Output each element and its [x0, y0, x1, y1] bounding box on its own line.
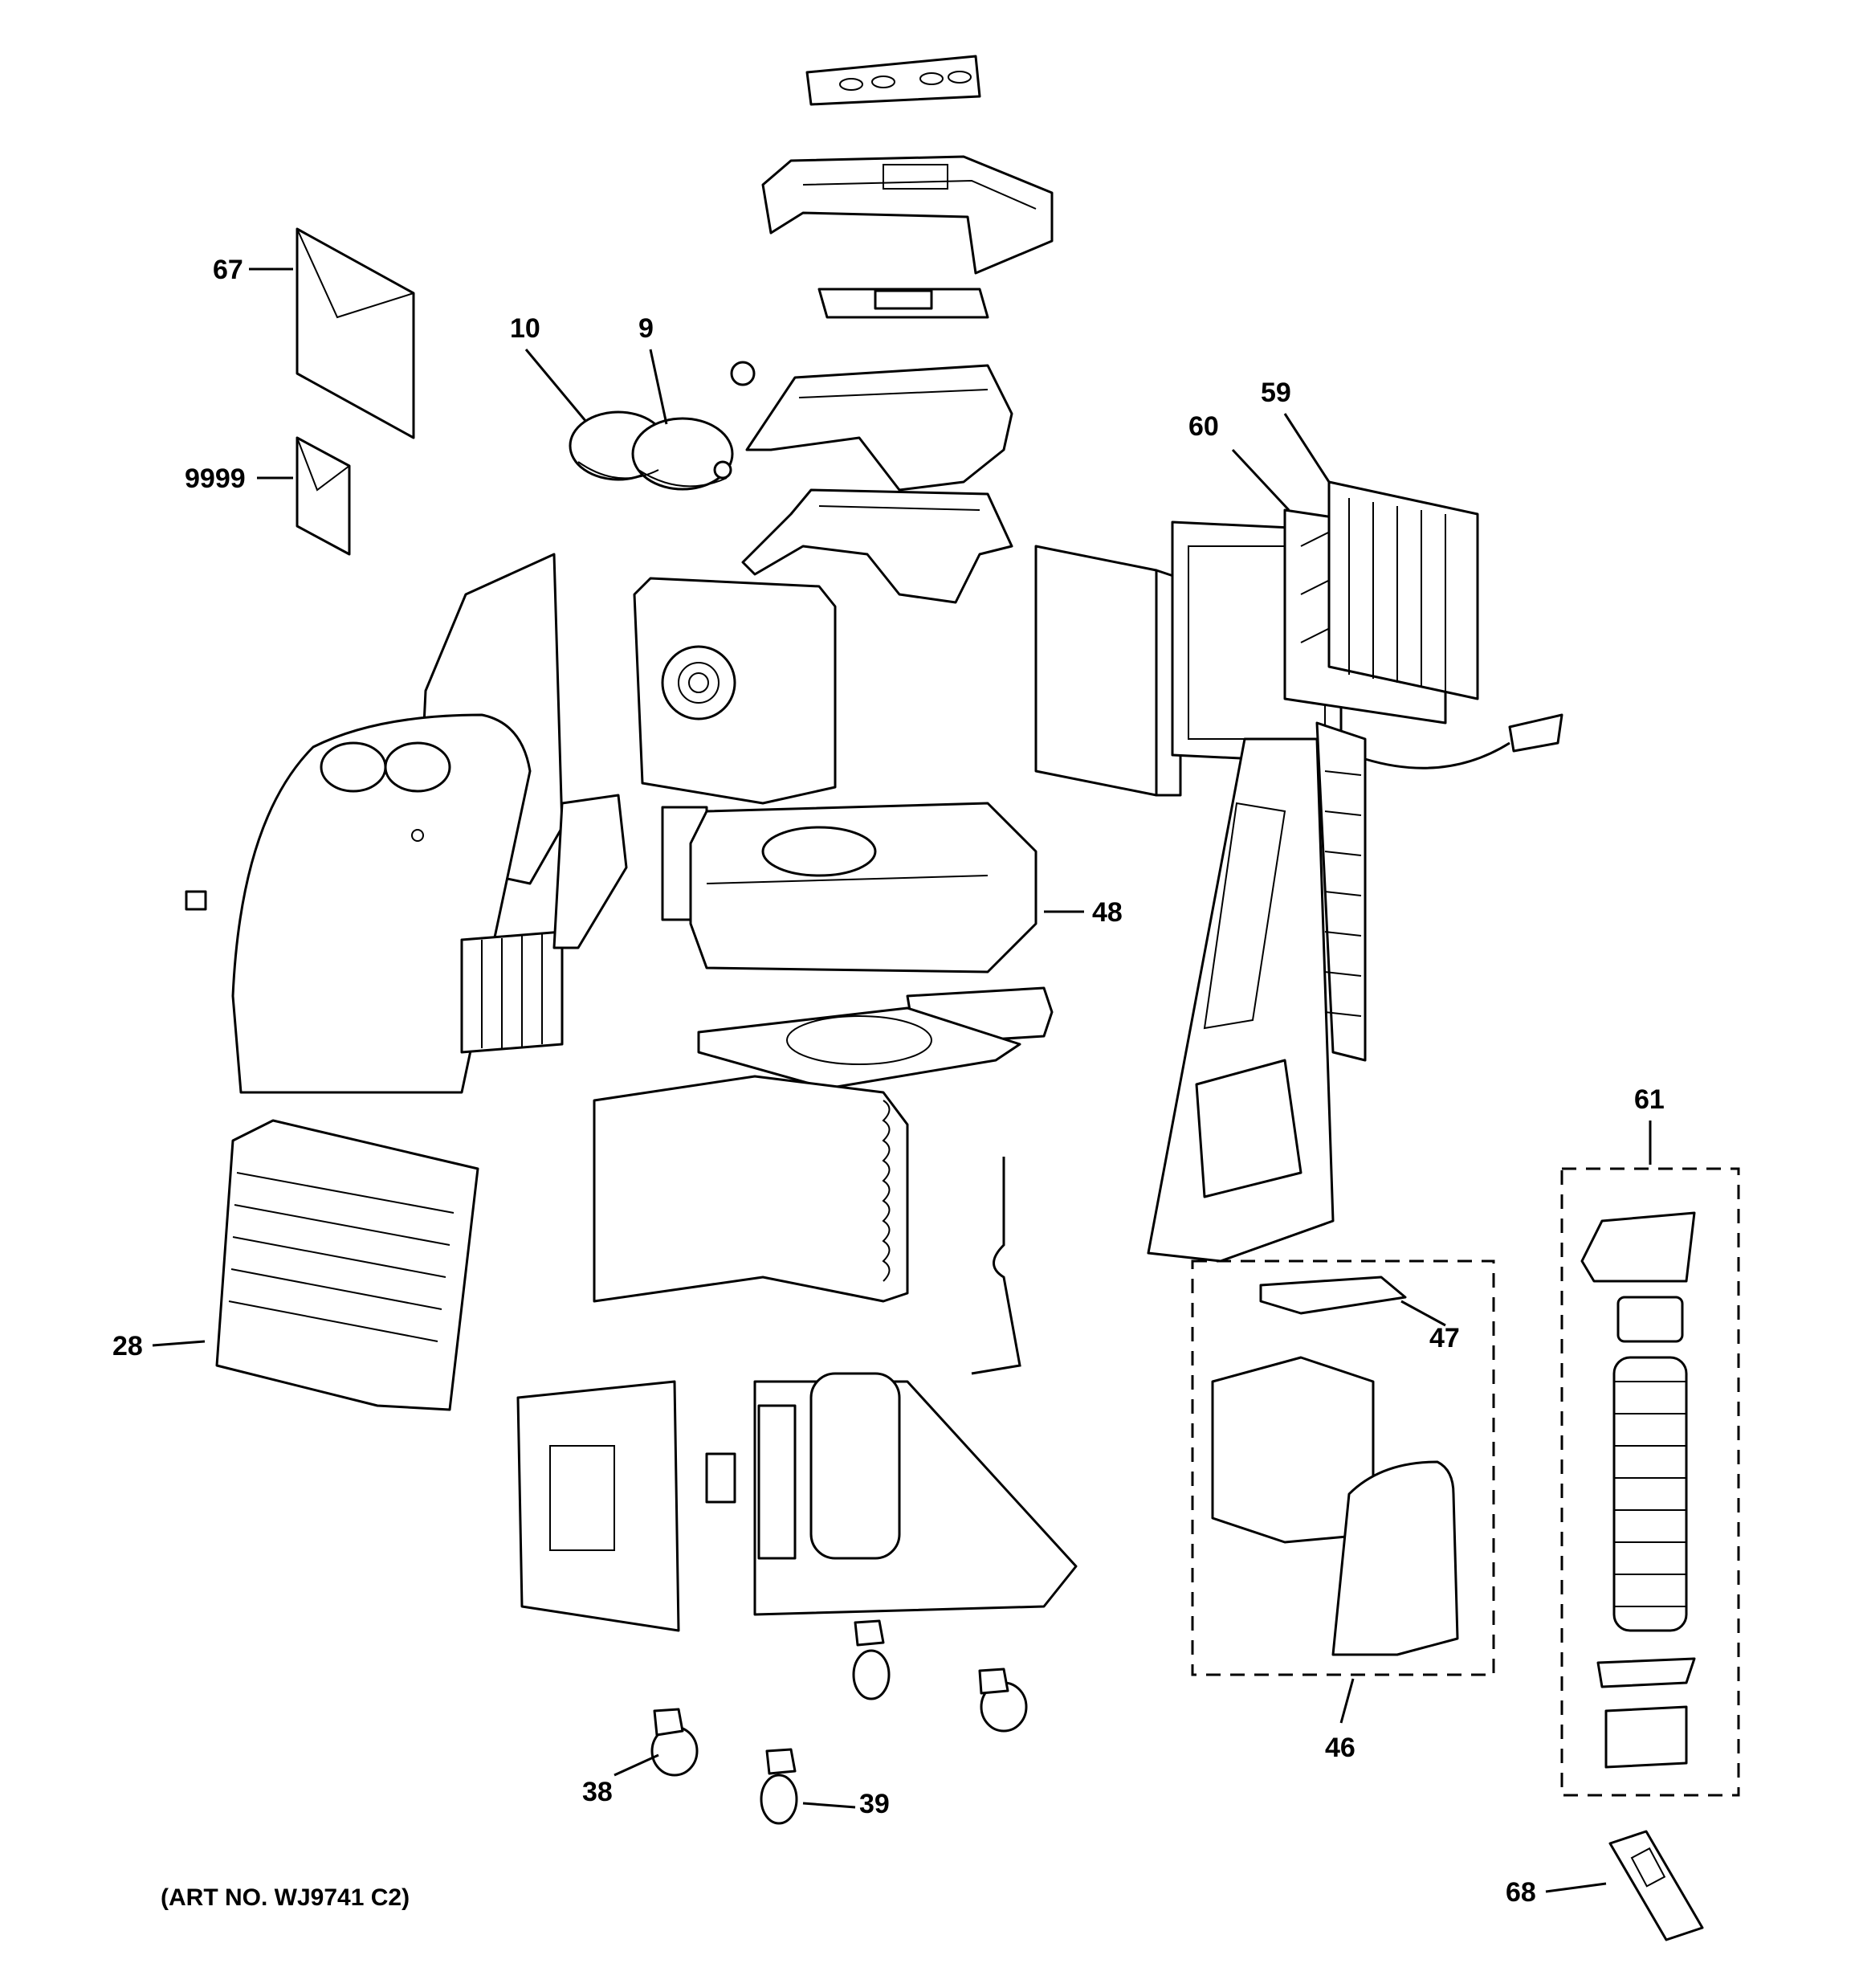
- control-board: [817, 288, 989, 319]
- callout-38: 38: [582, 1777, 613, 1807]
- exhaust-panel: [1315, 721, 1367, 1062]
- callout-10: 10: [510, 313, 540, 344]
- caster-39-b: [852, 1619, 891, 1700]
- art-number: (ART NO. WJ9741 C2): [161, 1884, 410, 1911]
- divider-plate: [697, 1006, 1021, 1090]
- caster-38-a: [650, 1708, 699, 1777]
- callout-9: 9: [638, 313, 654, 344]
- evaporator-coil: [1034, 545, 1182, 797]
- front-grille-28: [215, 1119, 479, 1411]
- exhaust-hose-61-box: [1560, 1167, 1740, 1797]
- callout-61: 61: [1634, 1084, 1665, 1115]
- top-cover: [761, 155, 1054, 275]
- callout-39: 39: [859, 1789, 890, 1819]
- window-kit-46-box: [1191, 1259, 1495, 1676]
- callout-labels: 67 10 9 9999 59 60 48 28 61 47 46 38 39 …: [112, 255, 1665, 1908]
- air-filters: [569, 410, 734, 491]
- callout-9999: 9999: [185, 463, 246, 494]
- base-pan-48: [689, 802, 1037, 974]
- caster-38-b: [978, 1668, 1028, 1733]
- callout-28: 28: [112, 1331, 143, 1361]
- small-clip: [730, 361, 756, 386]
- condenser-grille: [460, 930, 564, 1054]
- rear-grille-59: [1327, 480, 1479, 700]
- callout-68: 68: [1506, 1877, 1536, 1908]
- front-upper-housing: [231, 713, 532, 1094]
- leader-lines: [152, 267, 1652, 1893]
- upper-duct: [745, 364, 1013, 492]
- callout-60: 60: [1188, 411, 1219, 442]
- compressor-base: [516, 1372, 1078, 1632]
- condenser-coil: [593, 1075, 909, 1303]
- envelope-9999: [296, 436, 351, 556]
- rear-side-panel: [1147, 737, 1335, 1263]
- remote-control-68: [1608, 1830, 1704, 1941]
- blower-housing: [633, 577, 837, 805]
- callout-67: 67: [213, 255, 243, 285]
- capillary-tube: [971, 1157, 1021, 1375]
- power-cord: [1364, 713, 1563, 769]
- electrical-bracket: [552, 794, 708, 949]
- callout-48: 48: [1092, 897, 1123, 928]
- control-panel-overlay: [805, 55, 981, 106]
- envelope-67: [296, 227, 415, 439]
- callout-47: 47: [1429, 1323, 1460, 1353]
- caster-39-a: [760, 1748, 798, 1825]
- small-knob: [185, 890, 207, 911]
- callout-59: 59: [1261, 378, 1291, 408]
- callout-46: 46: [1325, 1733, 1355, 1763]
- lower-duct: [741, 488, 1013, 604]
